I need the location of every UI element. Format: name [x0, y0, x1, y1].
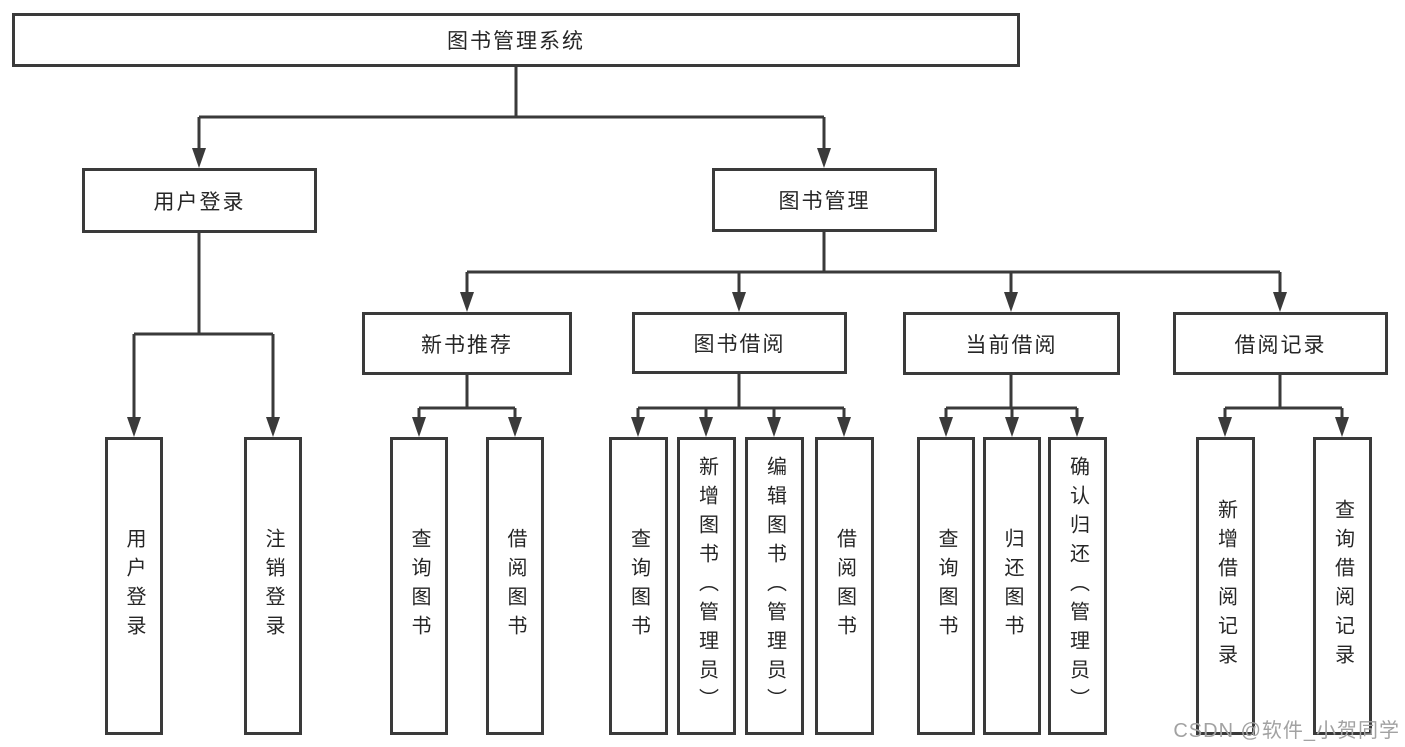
- leaf-add-borrow-record: 新增借阅记录: [1196, 437, 1255, 735]
- node-borrow-records: 借阅记录: [1173, 312, 1388, 375]
- arrowhead: [1273, 292, 1287, 312]
- arrowhead: [732, 292, 746, 312]
- arrowhead: [631, 417, 645, 437]
- arrowhead: [837, 417, 851, 437]
- leaf-borrow-book: 借阅图书: [815, 437, 874, 735]
- arrowhead: [699, 417, 713, 437]
- leaf-query-book: 查询图书: [917, 437, 975, 735]
- node-label: 图书管理系统: [447, 30, 585, 53]
- arrowhead: [412, 417, 426, 437]
- node-label: 用户登录: [153, 190, 246, 214]
- node-book-management: 图书管理: [712, 168, 937, 232]
- leaf-borrow-book: 借阅图书: [486, 437, 544, 735]
- arrowhead: [266, 417, 280, 437]
- arrowhead: [939, 417, 953, 437]
- leaf-add-book-admin: 新增图书（管理员）: [677, 437, 736, 735]
- leaf-user-login: 用户登录: [105, 437, 163, 735]
- connector-lines: [132, 67, 1344, 423]
- node-label: 图书管理: [778, 190, 871, 213]
- arrowhead: [460, 292, 474, 312]
- arrowhead: [508, 417, 522, 437]
- leaf-return-book: 归还图书: [983, 437, 1041, 735]
- node-new-book-recommend: 新书推荐: [362, 312, 572, 375]
- arrowhead: [1218, 417, 1232, 437]
- leaf-query-book: 查询图书: [390, 437, 448, 735]
- leaf-query-book: 查询图书: [609, 437, 668, 735]
- node-label: 图书借阅: [693, 333, 786, 356]
- node-label: 新书推荐: [421, 333, 513, 357]
- node-label: 借阅记录: [1234, 333, 1327, 357]
- arrowhead: [127, 417, 141, 437]
- csdn-watermark: CSDN @软件_小贺同学: [1173, 720, 1400, 742]
- node-system-root: 图书管理系统: [12, 13, 1020, 67]
- arrowhead: [1335, 417, 1349, 437]
- node-label: 当前借阅: [965, 333, 1058, 357]
- leaf-logout: 注销登录: [244, 437, 302, 735]
- arrowhead: [767, 417, 781, 437]
- node-current-borrow: 当前借阅: [903, 312, 1120, 375]
- arrowhead: [192, 148, 206, 168]
- node-book-borrow: 图书借阅: [632, 312, 847, 374]
- arrowhead: [1070, 417, 1084, 437]
- leaf-edit-book-admin: 编辑图书（管理员）: [745, 437, 804, 735]
- arrowhead: [817, 148, 831, 168]
- leaf-query-borrow-record: 查询借阅记录: [1313, 437, 1372, 735]
- arrowhead: [1004, 292, 1018, 312]
- arrowheads: [127, 148, 1349, 437]
- leaf-confirm-return-admin: 确认归还（管理员）: [1048, 437, 1107, 735]
- arrowhead: [1005, 417, 1019, 437]
- node-user-login: 用户登录: [82, 168, 317, 233]
